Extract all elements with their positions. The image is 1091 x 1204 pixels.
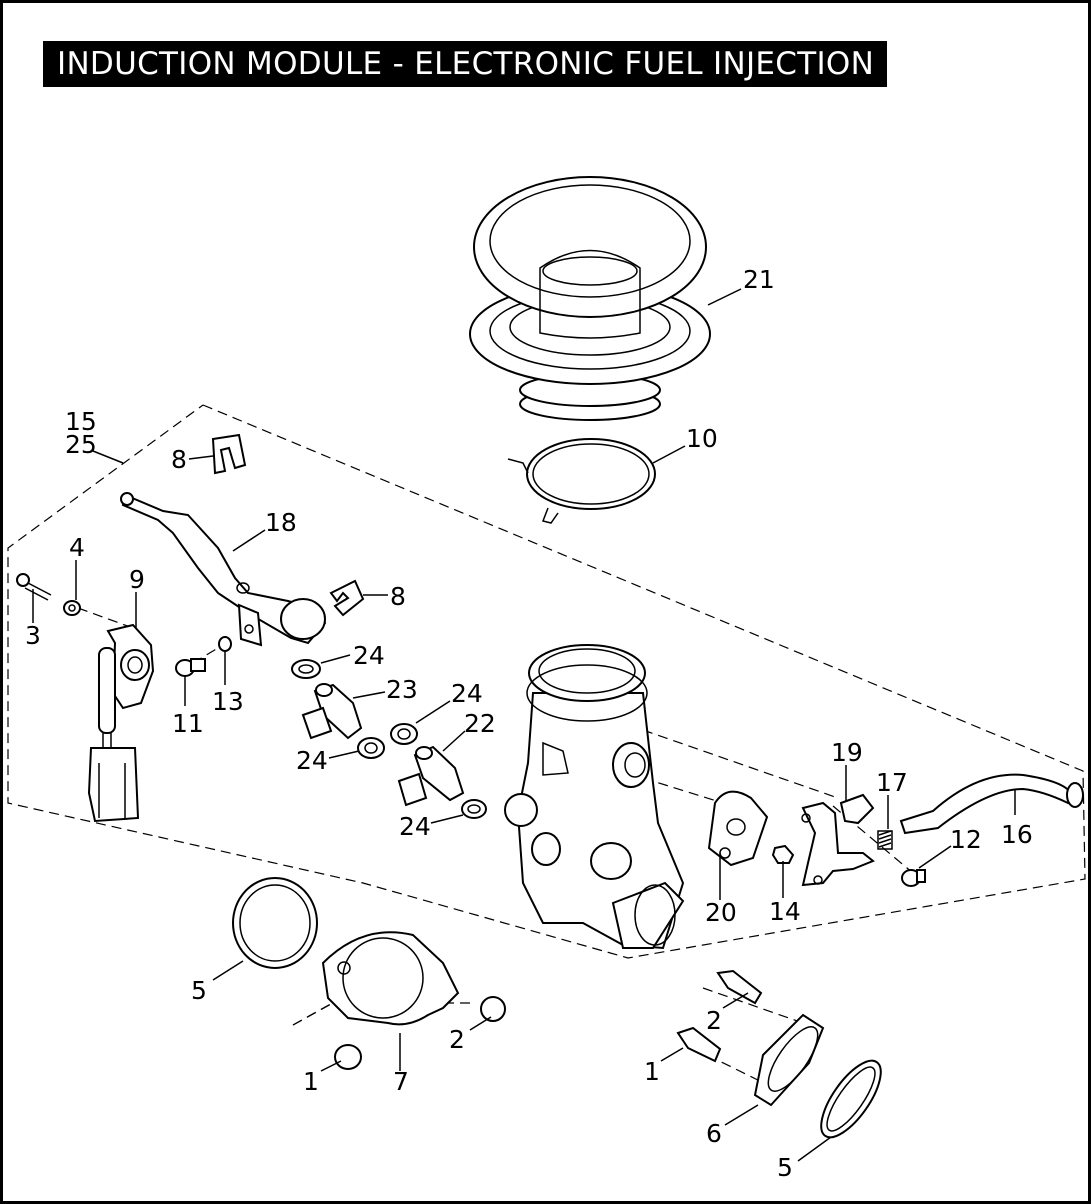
callout-leaders bbox=[32, 288, 1016, 1162]
screw-part-12 bbox=[901, 869, 926, 887]
callout-15: 15 bbox=[65, 407, 97, 436]
clamp-ring-part bbox=[507, 438, 656, 524]
throttle-cam-part bbox=[707, 790, 769, 867]
callout-1-right: 1 bbox=[644, 1057, 660, 1086]
callout-21: 21 bbox=[743, 265, 775, 294]
callout-8-right: 8 bbox=[390, 582, 406, 611]
callout-2-right: 2 bbox=[706, 1006, 722, 1035]
callout-25: 25 bbox=[65, 430, 97, 459]
callout-9: 9 bbox=[129, 565, 145, 594]
callout-24-upper: 24 bbox=[353, 641, 385, 670]
cable-bracket-part bbox=[801, 793, 875, 887]
callout-16: 16 bbox=[1001, 820, 1033, 849]
screw-part bbox=[16, 573, 52, 601]
washer-part bbox=[63, 600, 81, 616]
callout-3: 3 bbox=[25, 621, 41, 650]
callout-labels: 21 10 15 25 8 18 4 9 3 8 24 13 11 23 24 … bbox=[25, 265, 1033, 1182]
callout-1-left: 1 bbox=[303, 1067, 319, 1096]
exploded-parts-diagram: 21 10 15 25 8 18 4 9 3 8 24 13 11 23 24 … bbox=[7, 176, 1086, 1182]
fuel-rail-clip-part bbox=[211, 433, 365, 617]
callout-19: 19 bbox=[831, 738, 863, 767]
fuel-rail-part bbox=[120, 492, 327, 647]
fuel-hose-part bbox=[899, 773, 1084, 835]
throttle-position-sensor-part bbox=[87, 623, 155, 823]
mounting-plate-part bbox=[321, 931, 460, 1026]
callout-10: 10 bbox=[686, 424, 718, 453]
callout-7: 7 bbox=[393, 1067, 409, 1096]
callout-5-left: 5 bbox=[191, 976, 207, 1005]
callout-8-top: 8 bbox=[171, 445, 187, 474]
callout-4: 4 bbox=[69, 533, 85, 562]
callout-17: 17 bbox=[876, 768, 908, 797]
callout-24-lower: 24 bbox=[399, 812, 431, 841]
air-cleaner-adapter-part bbox=[469, 176, 711, 421]
spacer-part bbox=[753, 1013, 825, 1107]
washer-part-13 bbox=[218, 636, 232, 652]
callout-18: 18 bbox=[265, 508, 297, 537]
callout-2-left: 2 bbox=[449, 1025, 465, 1054]
callout-12: 12 bbox=[950, 825, 982, 854]
callout-11: 11 bbox=[172, 709, 204, 738]
callout-20: 20 bbox=[705, 898, 737, 927]
o-ring-part bbox=[291, 659, 487, 819]
throttle-body-part bbox=[504, 644, 685, 950]
callout-24-left: 24 bbox=[296, 746, 328, 775]
callout-5-right: 5 bbox=[777, 1153, 793, 1182]
bolt-part bbox=[334, 969, 763, 1070]
callout-22: 22 bbox=[464, 709, 496, 738]
bolt-part-11 bbox=[175, 658, 206, 677]
spring-part bbox=[877, 830, 893, 850]
callout-23: 23 bbox=[386, 675, 418, 704]
seal-part bbox=[232, 877, 882, 1139]
callout-14: 14 bbox=[769, 897, 801, 926]
diagram-title: INDUCTION MODULE - ELECTRONIC FUEL INJEC… bbox=[43, 41, 887, 87]
fuel-injector-part-22 bbox=[397, 745, 465, 807]
fuel-injector-part-23 bbox=[301, 683, 363, 740]
callout-6: 6 bbox=[706, 1119, 722, 1148]
callout-24-mid: 24 bbox=[451, 679, 483, 708]
callout-13: 13 bbox=[212, 687, 244, 716]
nut-part bbox=[771, 844, 795, 864]
